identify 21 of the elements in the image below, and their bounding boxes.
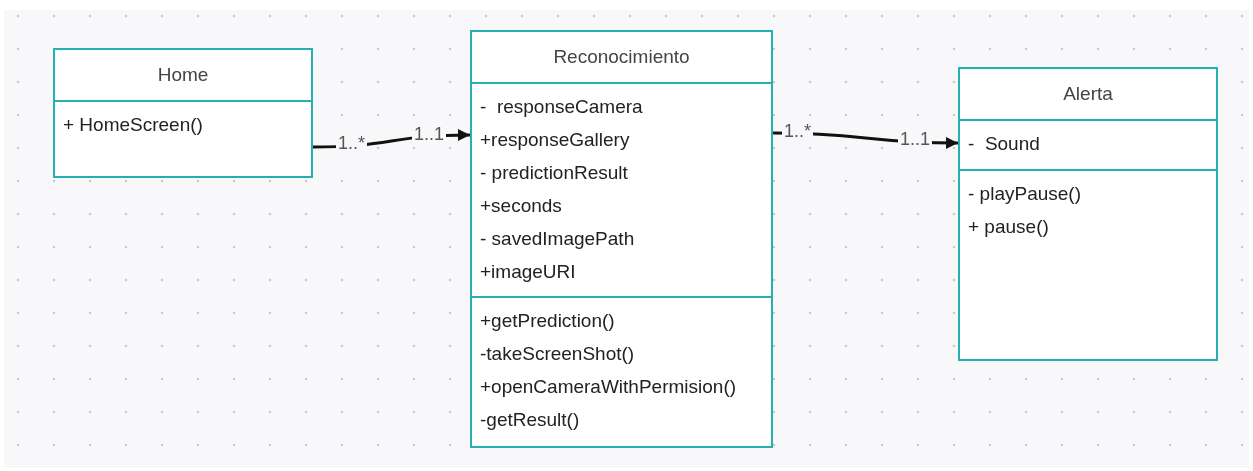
class-member: - playPause() <box>968 182 1081 206</box>
class-box <box>958 67 1218 361</box>
class-member: +getPrediction() <box>480 309 615 333</box>
class-member: + HomeScreen() <box>63 113 203 137</box>
class-box <box>53 48 313 178</box>
class-member: +responseGallery <box>480 128 630 152</box>
class-member: -getResult() <box>480 408 580 432</box>
class-name: Reconocimiento <box>553 45 690 69</box>
class-member: - responseCamera <box>480 95 643 119</box>
class-member: - predictionResult <box>480 161 628 185</box>
class-member: +openCameraWithPermision() <box>480 375 737 399</box>
class-box <box>470 30 773 448</box>
class-member: -takeScreenShot() <box>480 342 635 366</box>
class-member: - savedImagePath <box>480 227 635 251</box>
class-name: Home <box>157 63 209 87</box>
class-member: - Sound <box>968 132 1040 156</box>
class-member: +imageURI <box>480 260 576 284</box>
class-member: +seconds <box>480 194 562 218</box>
class-name: Alerta <box>1063 82 1113 106</box>
multiplicity-label: 1..1 <box>898 129 933 150</box>
class-member: + pause() <box>968 215 1049 239</box>
